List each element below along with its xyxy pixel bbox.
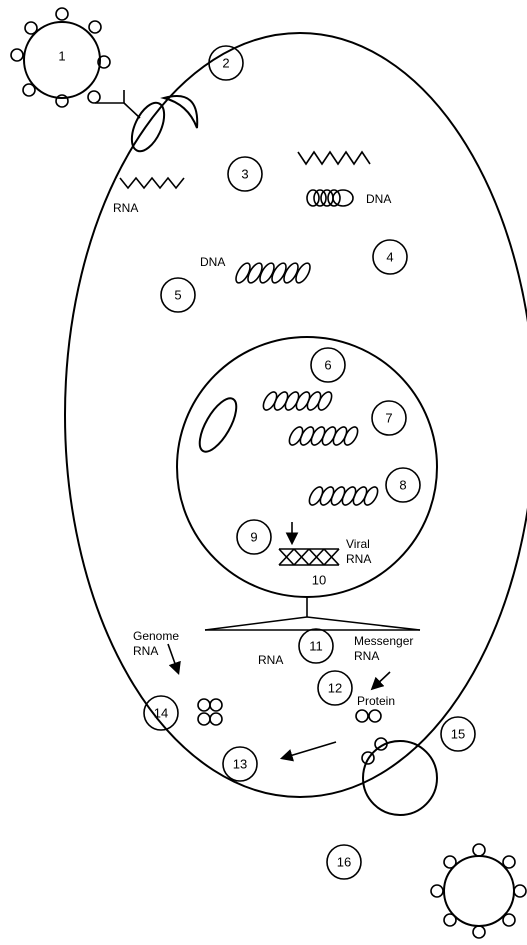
step-marker-14: 14	[143, 695, 179, 731]
svg-text:13: 13	[233, 757, 247, 772]
step-marker-12: 12	[317, 670, 353, 706]
step-marker-3: 3	[227, 156, 263, 192]
uncoating-crescent	[160, 95, 199, 129]
arrow-messenger-rna	[370, 671, 391, 691]
label-rna-mid: RNA	[258, 653, 283, 667]
label-viral-rna-line2: RNA	[346, 552, 371, 566]
label-messenger-rna-line2: RNA	[354, 649, 379, 663]
nucleus	[176, 336, 438, 598]
dna-coil-forming	[306, 189, 354, 207]
budding-spike-1	[361, 751, 375, 765]
svg-text:6: 6	[324, 358, 331, 373]
host-cell	[64, 32, 527, 798]
step-marker-9: 9	[236, 519, 272, 555]
svg-text:1: 1	[58, 49, 65, 64]
export-split-left	[204, 616, 308, 631]
svg-text:14: 14	[154, 706, 168, 721]
released-virus-particle	[430, 843, 527, 939]
label-dna-left: DNA	[200, 255, 225, 269]
svg-text:8: 8	[399, 478, 406, 493]
dna-coil-nucleus-2	[288, 426, 359, 446]
budding-virion	[362, 740, 438, 816]
assembling-capsid	[197, 698, 223, 726]
label-dna-top-right: DNA	[366, 192, 391, 206]
step-marker-13: 13	[222, 746, 258, 782]
label-viral-rna-line1: Viral	[346, 537, 370, 551]
svg-text:11: 11	[309, 639, 323, 654]
step-marker-8: 8	[385, 467, 421, 503]
dna-coil-nucleus-3	[308, 486, 379, 506]
step-marker-5: 5	[160, 277, 196, 313]
step-marker-6: 6	[310, 347, 346, 383]
step-marker-10: 10	[312, 573, 326, 588]
svg-text:9: 9	[250, 530, 257, 545]
dna-coil-nucleus-1	[262, 391, 333, 411]
svg-text:15: 15	[451, 727, 465, 742]
arrow-to-membrane	[279, 741, 337, 762]
budding-spike-2	[374, 737, 388, 751]
dna-coil-cytoplasm	[235, 262, 311, 284]
step-marker-11: 11	[298, 628, 334, 664]
svg-text:16: 16	[337, 855, 351, 870]
step-marker-2: 2	[208, 45, 244, 81]
zigzag-rna-left	[119, 176, 185, 190]
step-marker-7: 7	[371, 400, 407, 436]
svg-text:4: 4	[386, 250, 393, 265]
virus-particle-entering	[10, 7, 111, 108]
svg-text:5: 5	[174, 288, 181, 303]
svg-text:10: 10	[312, 573, 326, 588]
label-messenger-rna-line1: Messenger	[354, 634, 413, 648]
label-genome-rna-line2: RNA	[133, 644, 158, 658]
cell-receptor	[95, 90, 141, 119]
arrow-genome-rna	[167, 643, 181, 676]
svg-text:3: 3	[241, 167, 248, 182]
protein-pair	[355, 709, 382, 723]
zigzag-rna-right	[297, 150, 371, 166]
nuclear-entry-vesicle	[198, 397, 238, 453]
step-marker-15: 15	[440, 716, 476, 752]
step-marker-4: 4	[372, 239, 408, 275]
svg-text:7: 7	[385, 411, 392, 426]
viral-rna-xxxx	[278, 548, 340, 566]
label-protein: Protein	[357, 694, 395, 708]
label-rna-left: RNA	[113, 201, 138, 215]
svg-text:12: 12	[328, 681, 342, 696]
svg-text:2: 2	[222, 56, 229, 71]
export-split-right	[306, 616, 421, 631]
step-marker-16: 16	[326, 844, 362, 880]
step-marker-1: 1	[58, 49, 65, 64]
endosome	[130, 101, 166, 153]
label-genome-rna-line1: Genome	[133, 629, 179, 643]
